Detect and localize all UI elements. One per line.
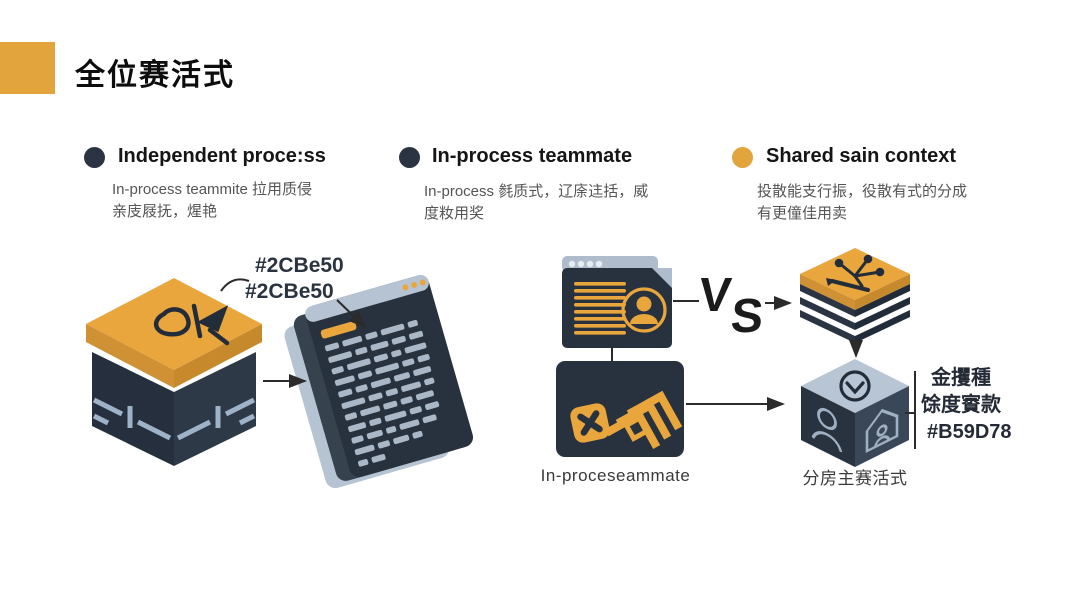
window-body xyxy=(562,268,672,348)
cube-lid-right xyxy=(174,324,262,388)
bullet-icon xyxy=(732,147,753,168)
description-line: 亲庋屐抚，煋艳 xyxy=(112,203,218,220)
folded-corner-icon xyxy=(652,268,672,288)
text-lines-icon xyxy=(574,282,626,335)
column-description: 投散能支行振，役散有式的分成 有更僮佳用卖 xyxy=(757,181,1047,225)
description-line: In-process 毵质式，辽庩迬括，威 xyxy=(424,183,649,200)
package-cube-illustration xyxy=(86,278,262,466)
description-line: In-process teammite 拉用质侵 xyxy=(112,181,313,198)
column-description: In-process teammite 拉用质侵 亲庋屐抚，煋艳 xyxy=(112,179,402,223)
cube-body-right xyxy=(174,352,256,466)
stack-layers xyxy=(800,284,910,343)
person-icon xyxy=(811,407,843,453)
profile-window-illustration xyxy=(562,256,672,348)
x-badge-icon xyxy=(570,403,610,443)
description-line: 投散能支行振，役散有式的分成 xyxy=(757,183,968,200)
annotation-line: #B59D78 xyxy=(927,421,1012,443)
right-caption: 分房主赛活式 xyxy=(802,469,908,488)
hex-color-label: #2CBe50 #2CBe50 xyxy=(245,253,344,305)
stack-icon xyxy=(604,390,683,449)
column-description: In-process 毵质式，辽庩迬括，威 度籹用奖 xyxy=(424,181,714,225)
context-cube-illustration xyxy=(801,359,909,467)
cube-body-left xyxy=(92,352,174,466)
hex-label-line: #2CBe50 xyxy=(255,254,344,277)
terminal-titlebar xyxy=(305,274,429,322)
description-line: 有更僮佳用卖 xyxy=(757,205,848,222)
cube-lid-top xyxy=(86,278,262,370)
scribble-icon xyxy=(154,303,230,346)
terminal-window-icon xyxy=(284,274,474,489)
description-line: 度籹用奖 xyxy=(424,205,485,222)
page-title: 全位赛活式 xyxy=(75,59,235,92)
annotation-line: 馀度賨款 xyxy=(921,394,1001,416)
cube-annotation-label: 金攫種 馀度賨款 #B59D78 xyxy=(921,365,1012,446)
middle-caption: In-proceseammate xyxy=(540,466,691,485)
stack-top-right-edge xyxy=(855,274,910,310)
layer-stack-illustration xyxy=(800,248,910,343)
window-dots-icon xyxy=(402,279,426,291)
person-badge-icon xyxy=(621,287,667,333)
vs-letter-v: V xyxy=(696,269,734,322)
column-heading: Independent proce:ss xyxy=(118,145,326,167)
cube-lid-left xyxy=(86,324,174,388)
bullet-icon xyxy=(399,147,420,168)
hex-label-line: #2CBe50 xyxy=(245,280,334,303)
branch-network-icon xyxy=(826,254,885,292)
column-heading: In-process teammate xyxy=(432,145,633,167)
terminal-text-lines xyxy=(324,319,440,467)
stack-top-left-edge xyxy=(800,274,855,310)
column-heading: Shared sain context xyxy=(766,145,957,167)
circuit-trace-icon xyxy=(92,397,256,441)
vs-letter-s: S xyxy=(728,290,766,343)
home-icon xyxy=(865,408,899,453)
annotation-line: 金攫種 xyxy=(931,367,991,389)
window-dots-icon xyxy=(568,260,603,268)
teammate-card-illustration xyxy=(556,361,684,457)
title-accent-block xyxy=(0,42,55,94)
bullet-icon xyxy=(84,147,105,168)
check-chevron-icon xyxy=(839,370,871,402)
